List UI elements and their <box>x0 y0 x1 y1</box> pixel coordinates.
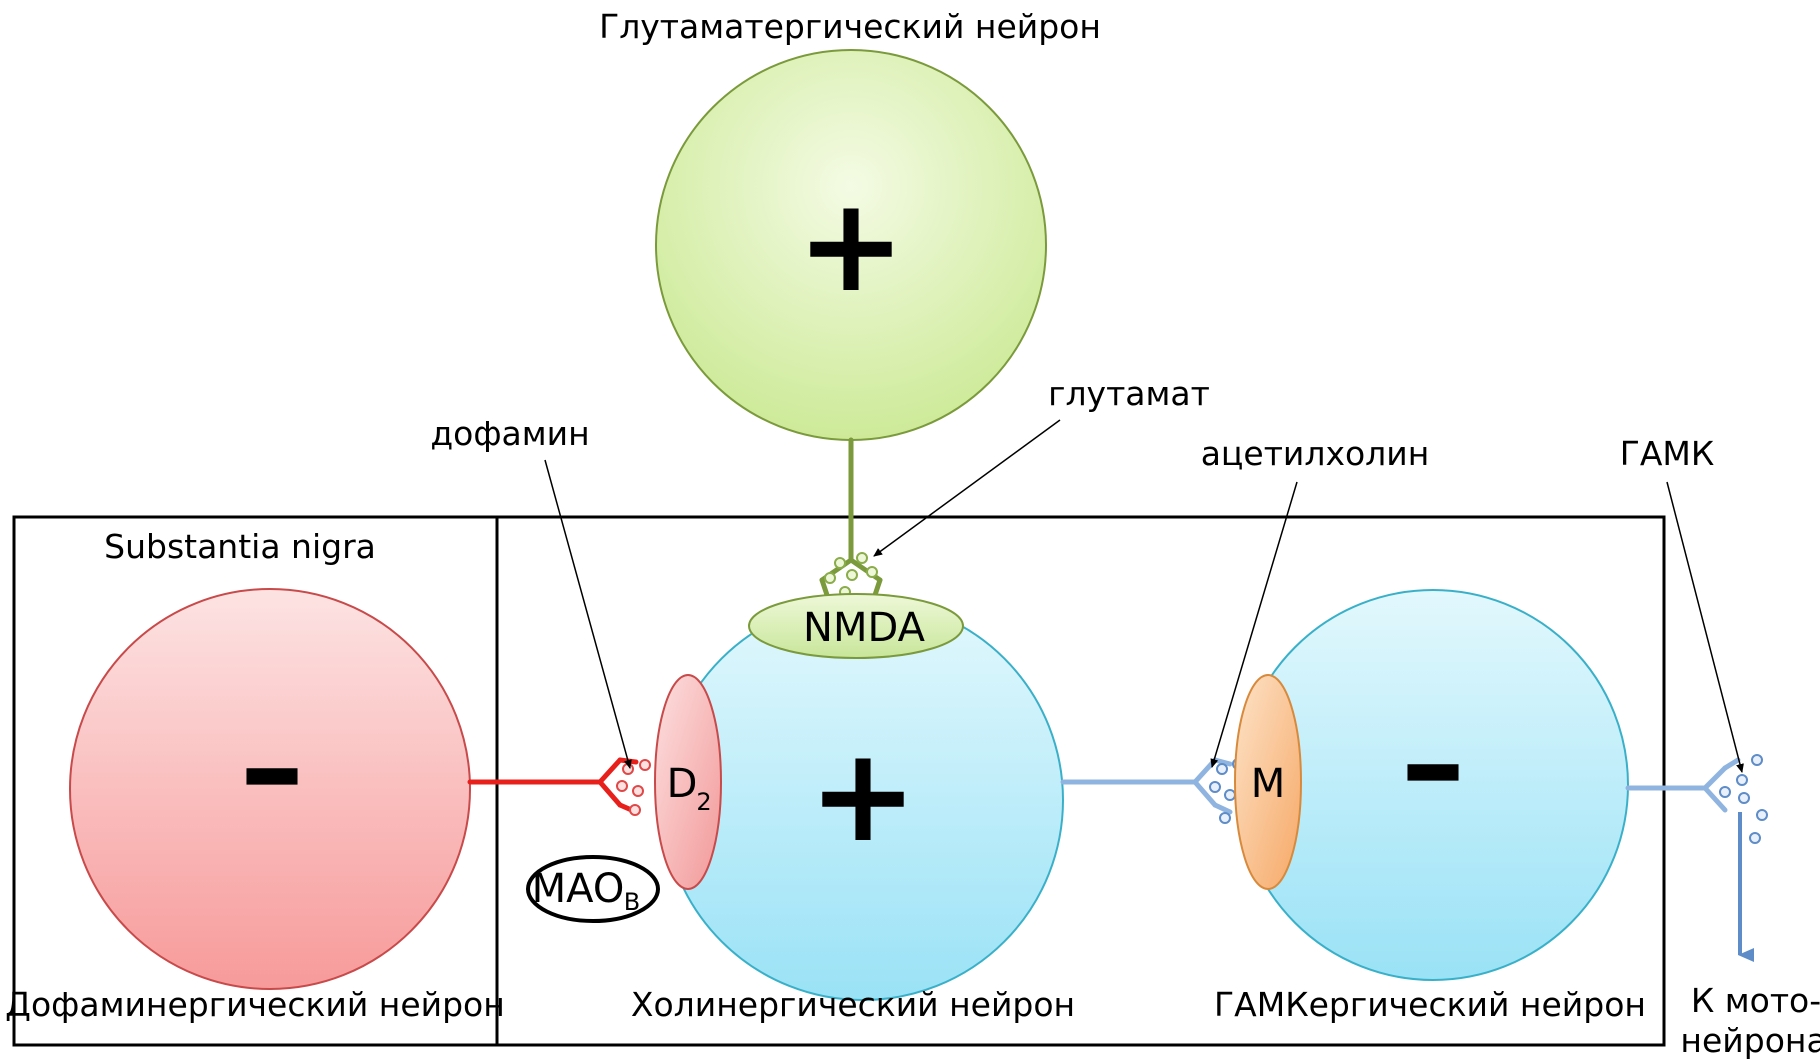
nmda-receptor <box>748 593 964 659</box>
acetylcholine-axon <box>1060 757 1233 815</box>
d2-subscript: 2 <box>696 788 711 816</box>
gaba-axon <box>1625 757 1741 813</box>
gaba-callout-label: ГАМК <box>1620 434 1715 473</box>
cholinergic-neuron-label: Холинергический нейрон <box>631 985 1075 1024</box>
gabaergic-neuron-label: ГАМКергический нейрон <box>1214 985 1646 1024</box>
dopamine-callout-line <box>544 459 632 769</box>
gaba-vesicles <box>1719 754 1768 844</box>
dopaminergic-neuron-label: Дофаминергический нейрон <box>5 985 505 1024</box>
dopaminergic-neuron <box>69 588 471 990</box>
acetylcholine-callout-label: ацетилхолин <box>1201 434 1430 473</box>
mao-label: MAO <box>532 866 625 912</box>
cholinergic-sign: + <box>809 719 918 871</box>
gaba-callout-line <box>1666 481 1744 773</box>
d2-label: D <box>667 761 698 807</box>
mao-subscript: B <box>624 888 640 916</box>
substantia-nigra-label: Substantia nigra <box>104 527 376 566</box>
gabaergic-sign: – <box>1401 687 1466 839</box>
nmda-label: NMDA <box>803 605 926 651</box>
m-receptor <box>1234 674 1302 890</box>
glutamate-vesicles <box>824 552 878 598</box>
dopamine-axon <box>467 757 639 815</box>
output-label-line1: К мото- <box>1691 981 1820 1020</box>
glutamatergic-sign: + <box>797 169 906 321</box>
mao-b-enzyme <box>526 855 660 923</box>
d2-receptor <box>654 674 722 890</box>
glutamate-callout-line <box>873 419 1061 557</box>
output-label-line2: нейронам <box>1680 1021 1820 1060</box>
outer-frame <box>12 515 1666 1047</box>
glutamate-callout-label: глутамат <box>1048 374 1210 413</box>
dopamine-callout-label: дофамин <box>430 414 589 453</box>
acetylcholine-callout-line <box>1210 481 1298 768</box>
m-label: M <box>1251 761 1286 807</box>
glutamatergic-neuron-title: Глутаматергический нейрон <box>599 7 1101 46</box>
dopaminergic-sign: – <box>240 691 305 843</box>
